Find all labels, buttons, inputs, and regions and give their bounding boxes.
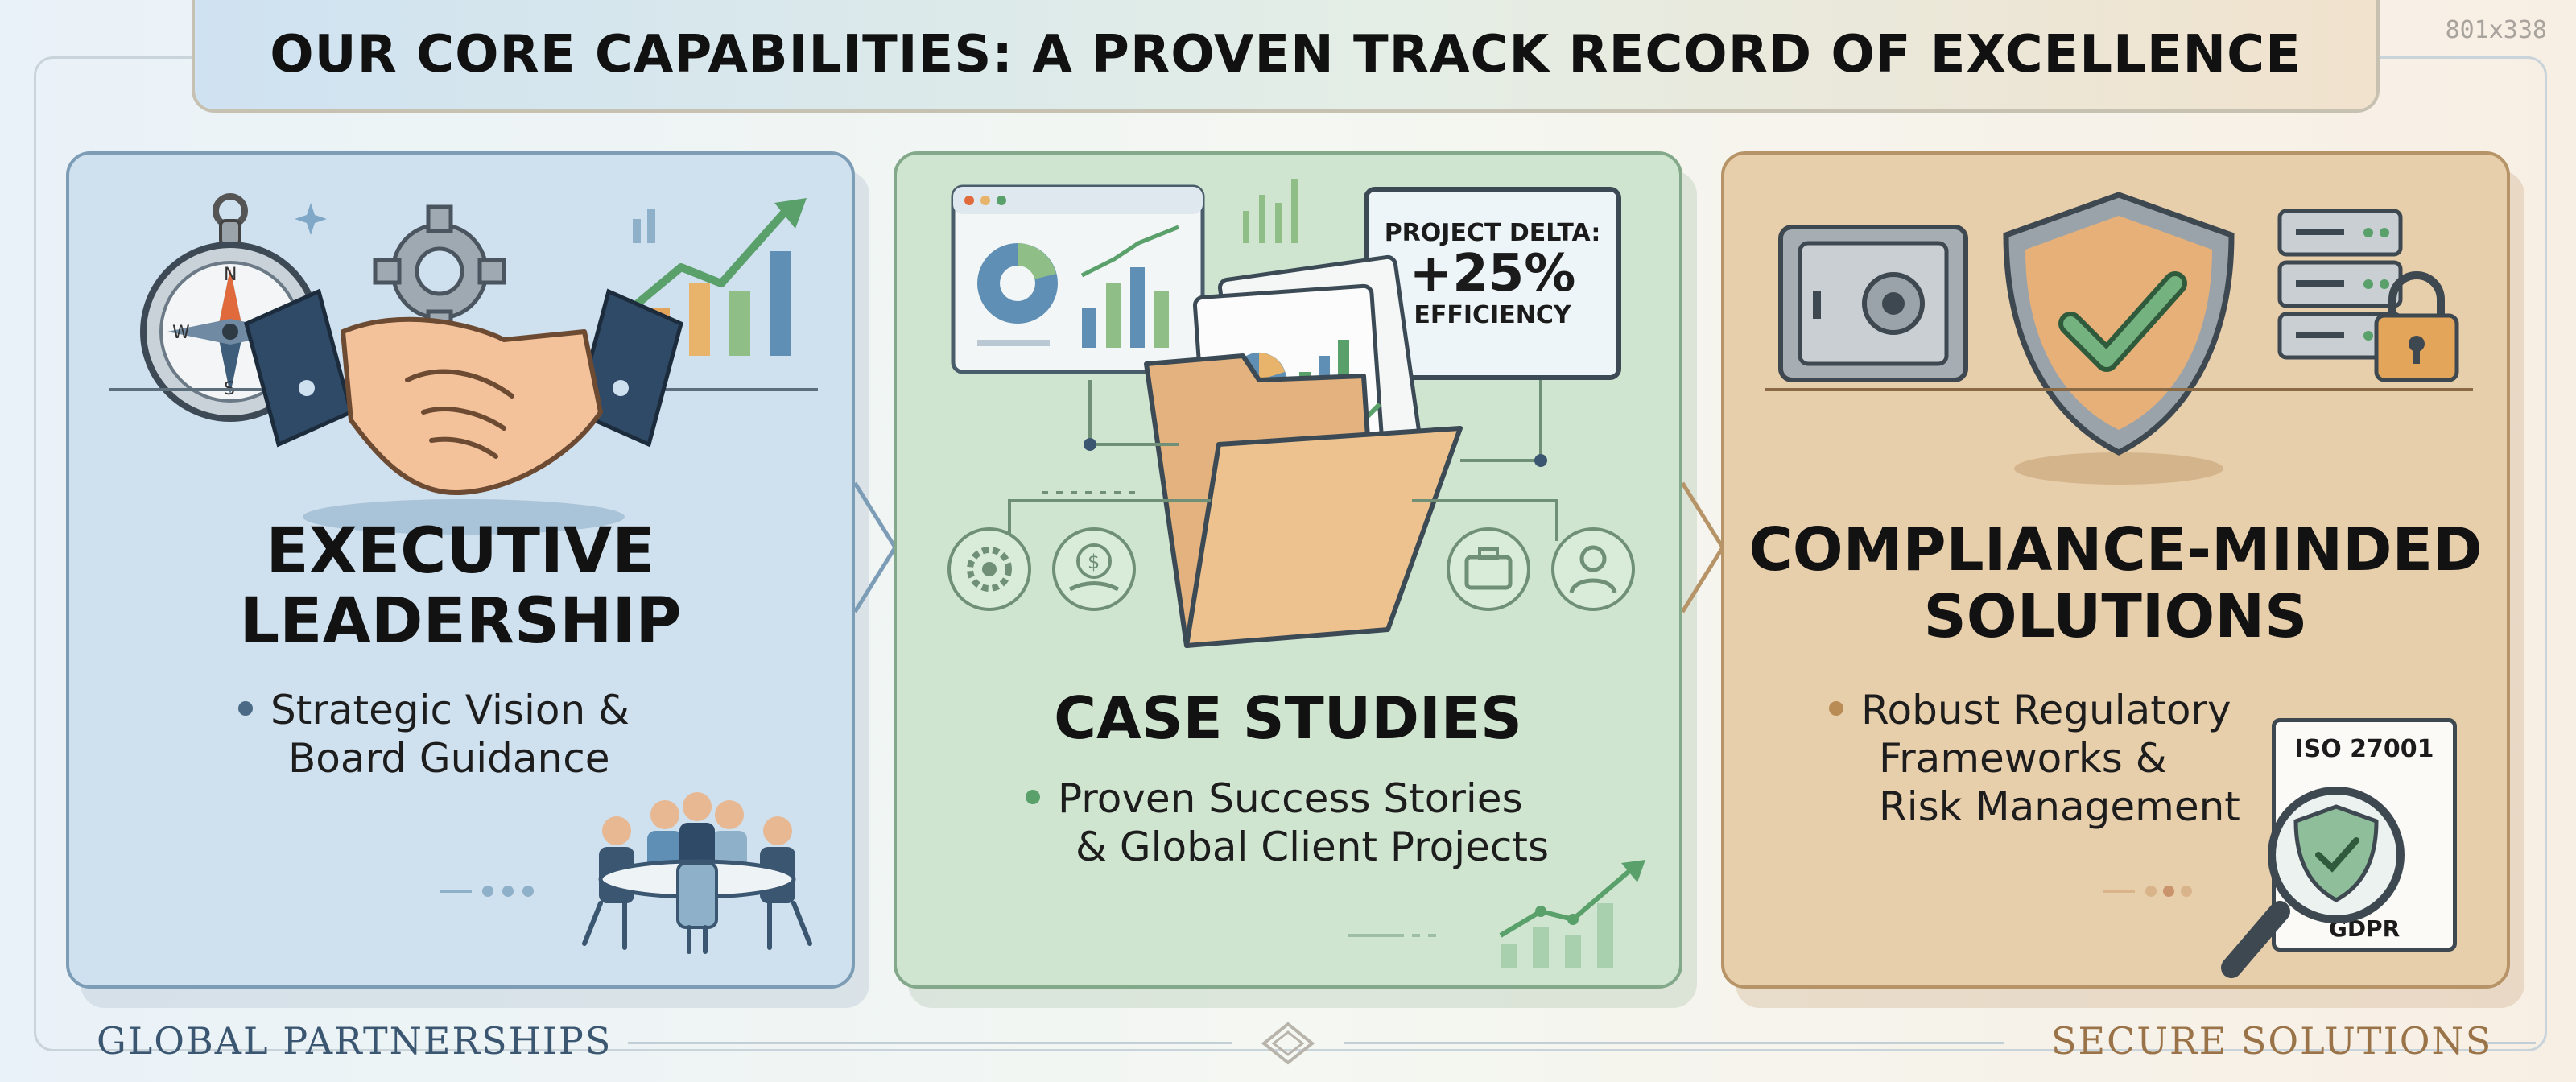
dashboard-icon [951, 184, 1205, 374]
bullet-item: Robust Regulatory Frameworks & Risk Mana… [1829, 686, 2240, 831]
bullet-dot [238, 700, 253, 716]
card-title-line: SOLUTIONS [1923, 581, 2308, 651]
magnifier-icon [2221, 787, 2405, 978]
diamond-icon [1261, 1022, 1315, 1065]
progress-dots [2103, 886, 2192, 897]
bullet-item: Proven Success Stories & Global Client P… [1026, 774, 1549, 871]
bullet-text: & Global Client Projects [1075, 824, 1550, 870]
svg-text:W: W [172, 323, 190, 343]
briefcase-icon [1447, 527, 1530, 611]
svg-text:$: $ [1088, 551, 1100, 573]
growth-chart-icon [1499, 860, 1645, 968]
title-banner: OUR CORE CAPABILITIES: A PROVEN TRACK RE… [192, 0, 2380, 113]
gear-icon [373, 204, 506, 338]
footer-divider [628, 1042, 1232, 1044]
shield-check-icon [2003, 192, 2235, 485]
card-title-line: LEADERSHIP [239, 585, 682, 659]
footer-divider [2487, 1042, 2536, 1044]
bullet-text: Proven Success Stories [1058, 775, 1523, 822]
bullet-dot [1026, 789, 1040, 804]
footer-right-label: SECURE SOLUTIONS [2051, 1019, 2493, 1063]
svg-text:N: N [224, 265, 237, 285]
handshake-icon [244, 288, 683, 535]
card-compliance-solutions: COMPLIANCE-MINDED SOLUTIONS Robust Regul… [1721, 151, 2510, 989]
bullet-text: Board Guidance [288, 735, 610, 782]
project-callout: PROJECT DELTA: +25% EFFICIENCY [1364, 187, 1621, 380]
doc-heading: ISO 27001 [2294, 735, 2434, 763]
callout-label: PROJECT DELTA: [1384, 219, 1601, 247]
card-title-line: EXECUTIVE [266, 515, 655, 588]
card-title-line: COMPLIANCE-MINDED [1748, 515, 2483, 584]
card-title: COMPLIANCE-MINDED SOLUTIONS [1724, 517, 2507, 650]
callout-value: +25% [1409, 244, 1576, 304]
footer-left-label: GLOBAL PARTNERSHIPS [97, 1019, 613, 1063]
horizon-line [1765, 388, 2473, 391]
bullet-text: Strategic Vision & [270, 687, 630, 733]
bullet-text: Robust Regulatory [1861, 687, 2231, 733]
footer-divider [1344, 1042, 2004, 1044]
page-title: OUR CORE CAPABILITIES: A PROVEN TRACK RE… [270, 25, 2301, 85]
size-tag: 801x338 [2445, 16, 2547, 44]
card-title: CASE STUDIES [1054, 684, 1522, 752]
server-lock-icon [2277, 209, 2459, 382]
bullet-item: Strategic Vision & Board Guidance [238, 686, 630, 783]
safe-icon [1778, 225, 1968, 382]
card-title: EXECUTIVE LEADERSHIP [69, 515, 852, 659]
progress-dots [440, 886, 534, 897]
card-case-studies: PROJECT DELTA: +25% EFFICIENCY [894, 151, 1682, 989]
folder-icon [1144, 254, 1463, 648]
bullet-text: Risk Management [1879, 783, 2240, 830]
person-icon [1551, 527, 1635, 611]
mini-bars-icon [1243, 179, 1298, 243]
card-executive-leadership: N S W [66, 151, 855, 989]
bullet-text: Frameworks & [1879, 735, 2167, 782]
callout-caption: EFFICIENCY [1414, 301, 1571, 330]
board-meeting-icon [582, 792, 812, 954]
money-icon: $ [1052, 527, 1136, 611]
connector-lines [1008, 380, 1558, 541]
gear-icon [947, 527, 1031, 611]
sparkle-icon [295, 203, 327, 235]
dash-decoration [1348, 934, 1436, 937]
bullet-dot [1829, 700, 1843, 716]
